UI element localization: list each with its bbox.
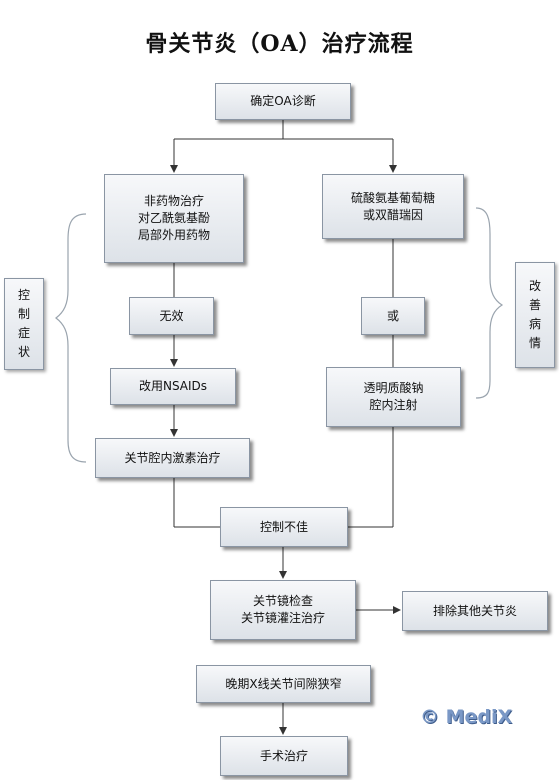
node-nsaids-line-1: 改用NSAIDs	[138, 379, 208, 393]
node-or-line-1: 或	[386, 308, 399, 323]
node-steroid-line-1: 关节腔内激素治疗	[124, 450, 221, 465]
page-title: 骨关节炎（OA）治疗流程	[145, 31, 414, 57]
node-poor-control-line-1: 控制不佳	[259, 519, 308, 534]
node-ineffective: 无效	[129, 297, 214, 335]
node-confirm-diagnosis: 确定OA诊断	[215, 83, 351, 120]
node-nondrug-treatment: 非药物治疗 对乙酰氨基酚 局部外用药物	[104, 174, 244, 263]
node-hyaluronate: 透明质酸钠 腔内注射	[326, 367, 461, 427]
node-exclude-line-1: 排除其他关节炎	[432, 603, 517, 618]
node-hyaluronate-line-1: 透明质酸钠	[363, 381, 424, 395]
medix-watermark: © MediX	[420, 706, 513, 728]
node-nondrug-line-3: 局部外用药物	[137, 228, 210, 242]
node-late-xray: 晚期X线关节间隙狭窄	[196, 665, 371, 703]
node-or: 或	[361, 297, 425, 335]
node-surgery: 手术治疗	[220, 736, 348, 776]
node-nondrug-line-1: 非药物治疗	[143, 194, 204, 208]
right-brace	[475, 207, 504, 399]
side-label-left-text: 控制症状	[17, 288, 30, 359]
node-steroid-injection: 关节腔内激素治疗	[95, 438, 250, 478]
node-glucosamine-line-1: 硫酸氨基葡萄糖	[350, 190, 435, 205]
node-hyaluronate-line-2: 腔内注射	[369, 398, 418, 412]
node-glucosamine-line-2: 或双醋瑞因	[362, 207, 423, 222]
node-arthroscopy: 关节镜检查 关节镜灌注治疗	[210, 580, 356, 640]
node-nondrug-line-2: 对乙酰氨基酚	[137, 211, 210, 225]
node-nsaids: 改用NSAIDs	[110, 368, 236, 405]
node-arthroscopy-line-1: 关节镜检查	[252, 594, 313, 608]
left-brace	[55, 213, 87, 463]
node-exclude-other-arthritis: 排除其他关节炎	[402, 591, 548, 631]
node-poor-control: 控制不佳	[220, 507, 348, 547]
node-surgery-line-1: 手术治疗	[259, 748, 308, 763]
node-ineffective-line-1: 无效	[159, 308, 184, 323]
side-label-control-symptoms: 控制症状	[4, 278, 44, 370]
node-glucosamine: 硫酸氨基葡萄糖 或双醋瑞因	[322, 174, 464, 239]
side-label-right-text: 改善病情	[528, 279, 541, 350]
node-arthroscopy-line-2: 关节镜灌注治疗	[240, 611, 325, 625]
node-confirm-diagnosis-line-1: 确定OA诊断	[250, 94, 316, 108]
node-late-xray-line-1: 晚期X线关节间隙狭窄	[225, 676, 342, 691]
side-label-improve-condition: 改善病情	[515, 262, 555, 368]
